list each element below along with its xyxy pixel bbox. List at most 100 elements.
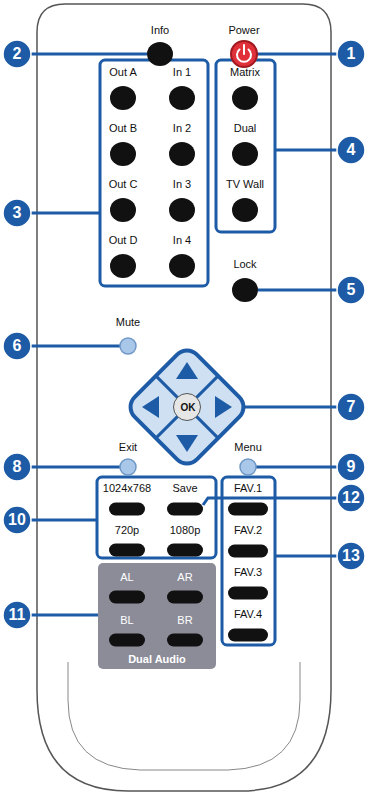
leader-line	[256, 466, 337, 469]
leader-line	[31, 519, 97, 522]
group-bracket	[97, 477, 216, 558]
pill-button	[228, 629, 268, 642]
dual-audio-panel-ground	[98, 563, 216, 669]
direction-pad-divider	[156, 376, 218, 438]
callout-circle	[3, 199, 31, 227]
callout-number: 5	[347, 281, 356, 299]
callout-number: 13	[342, 547, 360, 565]
pill-button	[109, 634, 145, 647]
black-button	[232, 278, 258, 302]
button-label: TV Wall	[226, 178, 264, 191]
node-text: Dual Audio	[128, 653, 186, 666]
callout-number: 6	[13, 337, 22, 355]
button-label: Out C	[109, 178, 138, 191]
leader-line	[258, 289, 337, 292]
black-button	[110, 254, 136, 278]
black-button	[232, 86, 258, 110]
small-button	[240, 459, 256, 475]
group-bracket	[216, 60, 275, 232]
pill-button	[109, 544, 145, 557]
button-label: FAV.4	[234, 608, 262, 621]
arrow-up	[176, 362, 198, 379]
leader-line	[275, 555, 337, 558]
callout-circle	[337, 484, 365, 512]
callout-circle	[3, 332, 31, 360]
callout-number: 9	[347, 458, 356, 476]
button-label: Info	[151, 24, 169, 37]
ok-button: OK	[173, 393, 201, 421]
callout-number: 7	[347, 398, 356, 416]
power-button	[231, 41, 257, 67]
callout-circle	[337, 393, 365, 421]
black-button	[147, 42, 173, 66]
leader-line	[31, 466, 120, 469]
button-label: Matrix	[230, 66, 260, 79]
black-button	[169, 86, 195, 110]
button-label: In 1	[173, 66, 191, 79]
direction-pad-divider	[156, 376, 218, 438]
small-button	[120, 459, 136, 475]
black-button	[169, 254, 195, 278]
power-symbol	[243, 45, 245, 54]
button-label: In 4	[173, 234, 191, 247]
group-bracket	[100, 60, 208, 286]
black-button	[232, 142, 258, 166]
pill-button	[228, 545, 268, 558]
arrow-left	[142, 396, 159, 418]
callout-number: 8	[13, 458, 22, 476]
callout-number: 4	[347, 141, 356, 159]
pill-button	[167, 591, 203, 604]
button-label: Save	[172, 482, 197, 495]
button-label: Out A	[109, 66, 137, 79]
leader-line	[203, 498, 337, 505]
button-label: In 3	[173, 178, 191, 191]
callout-circle	[337, 40, 365, 68]
black-button	[169, 142, 195, 166]
dual-audio-panel: ALARBLBRDual Audio	[98, 563, 216, 669]
button-label: 1080p	[170, 524, 201, 537]
button-label: Lock	[233, 258, 256, 271]
callout-circle	[337, 453, 365, 481]
pill-button	[228, 587, 268, 600]
button-label: Dual	[234, 122, 257, 135]
node-text: BR	[177, 614, 192, 627]
black-button	[110, 86, 136, 110]
callout-number: 11	[9, 606, 26, 624]
callout-circle	[3, 506, 31, 534]
button-label: 1024x768	[103, 482, 151, 495]
callout-circle	[337, 276, 365, 304]
black-button	[169, 198, 195, 222]
callout-number: 10	[8, 511, 26, 529]
black-button	[232, 198, 258, 222]
node-text: BL	[120, 614, 133, 627]
button-label: Out D	[109, 234, 138, 247]
callout-circle	[337, 136, 365, 164]
remote-body	[37, 4, 331, 791]
callout-number: 12	[342, 489, 360, 507]
node-text: OK	[181, 402, 196, 414]
pill-button	[167, 503, 203, 516]
callout-number: 2	[13, 45, 22, 63]
small-button	[120, 338, 136, 354]
callout-circle	[3, 601, 31, 629]
leader-line	[257, 53, 337, 56]
callout-circle	[3, 40, 31, 68]
pill-button	[109, 591, 145, 604]
button-label: 720p	[115, 524, 139, 537]
remote-inner-contour	[68, 662, 300, 770]
leader-line	[275, 149, 337, 152]
button-label: FAV.2	[234, 524, 262, 537]
button-label: FAV.1	[234, 482, 262, 495]
button-label: FAV.3	[234, 566, 262, 579]
callout-number: 3	[13, 204, 22, 222]
direction-pad	[125, 345, 249, 469]
node-text: AL	[120, 571, 133, 584]
leader-line	[31, 53, 147, 56]
callout-circle	[3, 453, 31, 481]
pill-button	[167, 634, 203, 647]
leader-line	[31, 345, 120, 348]
pill-button	[109, 503, 145, 516]
button-label: Menu	[234, 441, 262, 454]
group-bracket	[222, 477, 275, 645]
